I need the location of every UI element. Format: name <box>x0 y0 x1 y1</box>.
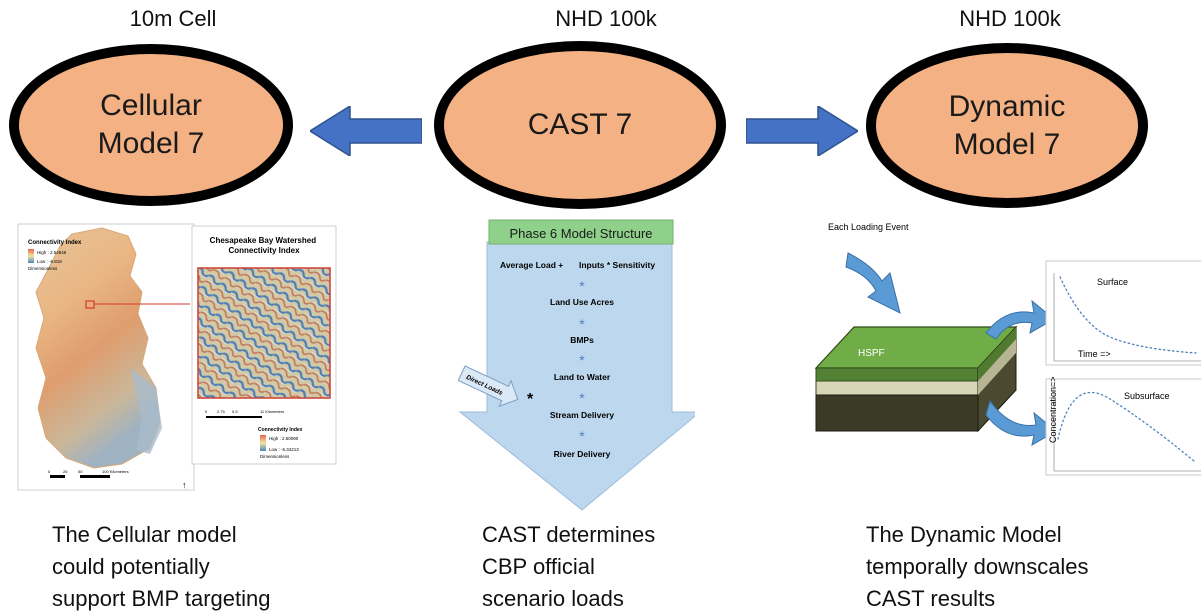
map-legend-high: High : 2.54846 <box>37 250 67 255</box>
north-arrow-icon: ↑ <box>182 480 187 490</box>
asterisk-icon: * <box>579 352 585 368</box>
phase6-step-bmps: BMPs <box>570 335 594 345</box>
inset-scale-1: 2.75 <box>217 409 226 414</box>
main-scale-1: 25 <box>63 469 68 474</box>
subsurface-flow-arrow-icon <box>985 399 1057 446</box>
cellular-caption: The Cellular model could potentially sup… <box>52 522 271 611</box>
inset-legend-high: High : 2.50090 <box>269 436 299 441</box>
connectivity-index-map: Connectivity Index High : 2.54846 Low : … <box>17 223 337 491</box>
asterisk-icon: * <box>579 390 585 406</box>
dynamic-model-diagram: Each Loading Event HSPF Surface Time => … <box>814 222 1201 476</box>
hspf-label: HSPF <box>858 348 885 359</box>
phase6-down-arrow <box>458 241 695 511</box>
loading-event-arrow-icon <box>845 252 901 314</box>
left-arrow-icon <box>310 106 422 156</box>
cellular-model-line1: Cellular <box>100 89 202 122</box>
cellular-model-line2: Model 7 <box>97 127 205 160</box>
main-scale-3: 100 Kilometers <box>102 469 129 474</box>
map-legend-unit: Dimensionless <box>28 266 58 271</box>
dynamic-model-oval: Dynamic Model 7 <box>866 43 1148 208</box>
phase6-model-structure: Phase 6 Model Structure Average Load + I… <box>457 219 695 511</box>
direct-loads-asterisk-icon: * <box>527 391 534 408</box>
phase6-step-stream-delivery: Stream Delivery <box>550 410 615 420</box>
inset-legend-unit: Dimensionless <box>260 454 290 459</box>
cast-model-oval: CAST 7 <box>434 41 726 209</box>
main-scale-2: 50 <box>78 469 83 474</box>
concentration-axis-label: Concentration=> <box>1048 376 1058 443</box>
phase6-step-land-to-water: Land to Water <box>554 372 611 382</box>
resolution-label-right: NHD 100k <box>959 6 1061 31</box>
phase6-inputs-sensitivity: Inputs * Sensitivity <box>579 260 655 270</box>
inset-scale-0: 0 <box>205 409 208 414</box>
surface-flow-arrow-icon <box>985 299 1055 340</box>
asterisk-icon: * <box>579 316 585 332</box>
cast-caption: CAST determines CBP official scenario lo… <box>482 522 656 611</box>
surface-label: Surface <box>1097 277 1128 287</box>
asterisk-icon: * <box>579 428 585 444</box>
asterisk-icon: * <box>579 278 585 294</box>
phase6-step-land-use: Land Use Acres <box>550 297 614 307</box>
cellular-model-oval: Cellular Model 7 <box>9 44 293 206</box>
phase6-average-load: Average Load + <box>500 260 563 270</box>
inset-scale-3: 11 Kilometers <box>260 409 284 414</box>
time-axis-label: Time => <box>1078 349 1111 359</box>
watershed-shape <box>35 227 161 469</box>
inset-legend-title: Connectivity Index <box>258 427 303 433</box>
inset-legend-low: Low : -6.34213 <box>269 447 299 452</box>
phase6-title: Phase 6 Model Structure <box>509 226 652 241</box>
main-scale-0: 0 <box>48 469 51 474</box>
map-legend-title: Connectivity Index <box>28 240 82 246</box>
phase6-step-river-delivery: River Delivery <box>554 449 611 459</box>
map-title: Chesapeake Bay Watershed Connectivity In… <box>210 236 319 255</box>
resolution-label-center: NHD 100k <box>555 6 657 31</box>
dynamic-caption: The Dynamic Model temporally downscales … <box>866 522 1089 611</box>
dynamic-model-line2: Model 7 <box>953 127 1061 161</box>
subsurface-label: Subsurface <box>1124 391 1170 401</box>
map-legend-low: Low : -6.818 <box>37 259 62 264</box>
loading-event-label: Each Loading Event <box>828 222 909 232</box>
cast-model-label: CAST 7 <box>527 108 633 141</box>
inset-scale-2: 5.5 <box>232 409 238 414</box>
right-arrow-icon <box>746 106 858 156</box>
resolution-label-left: 10m Cell <box>129 6 217 31</box>
dynamic-model-line1: Dynamic <box>948 89 1066 123</box>
